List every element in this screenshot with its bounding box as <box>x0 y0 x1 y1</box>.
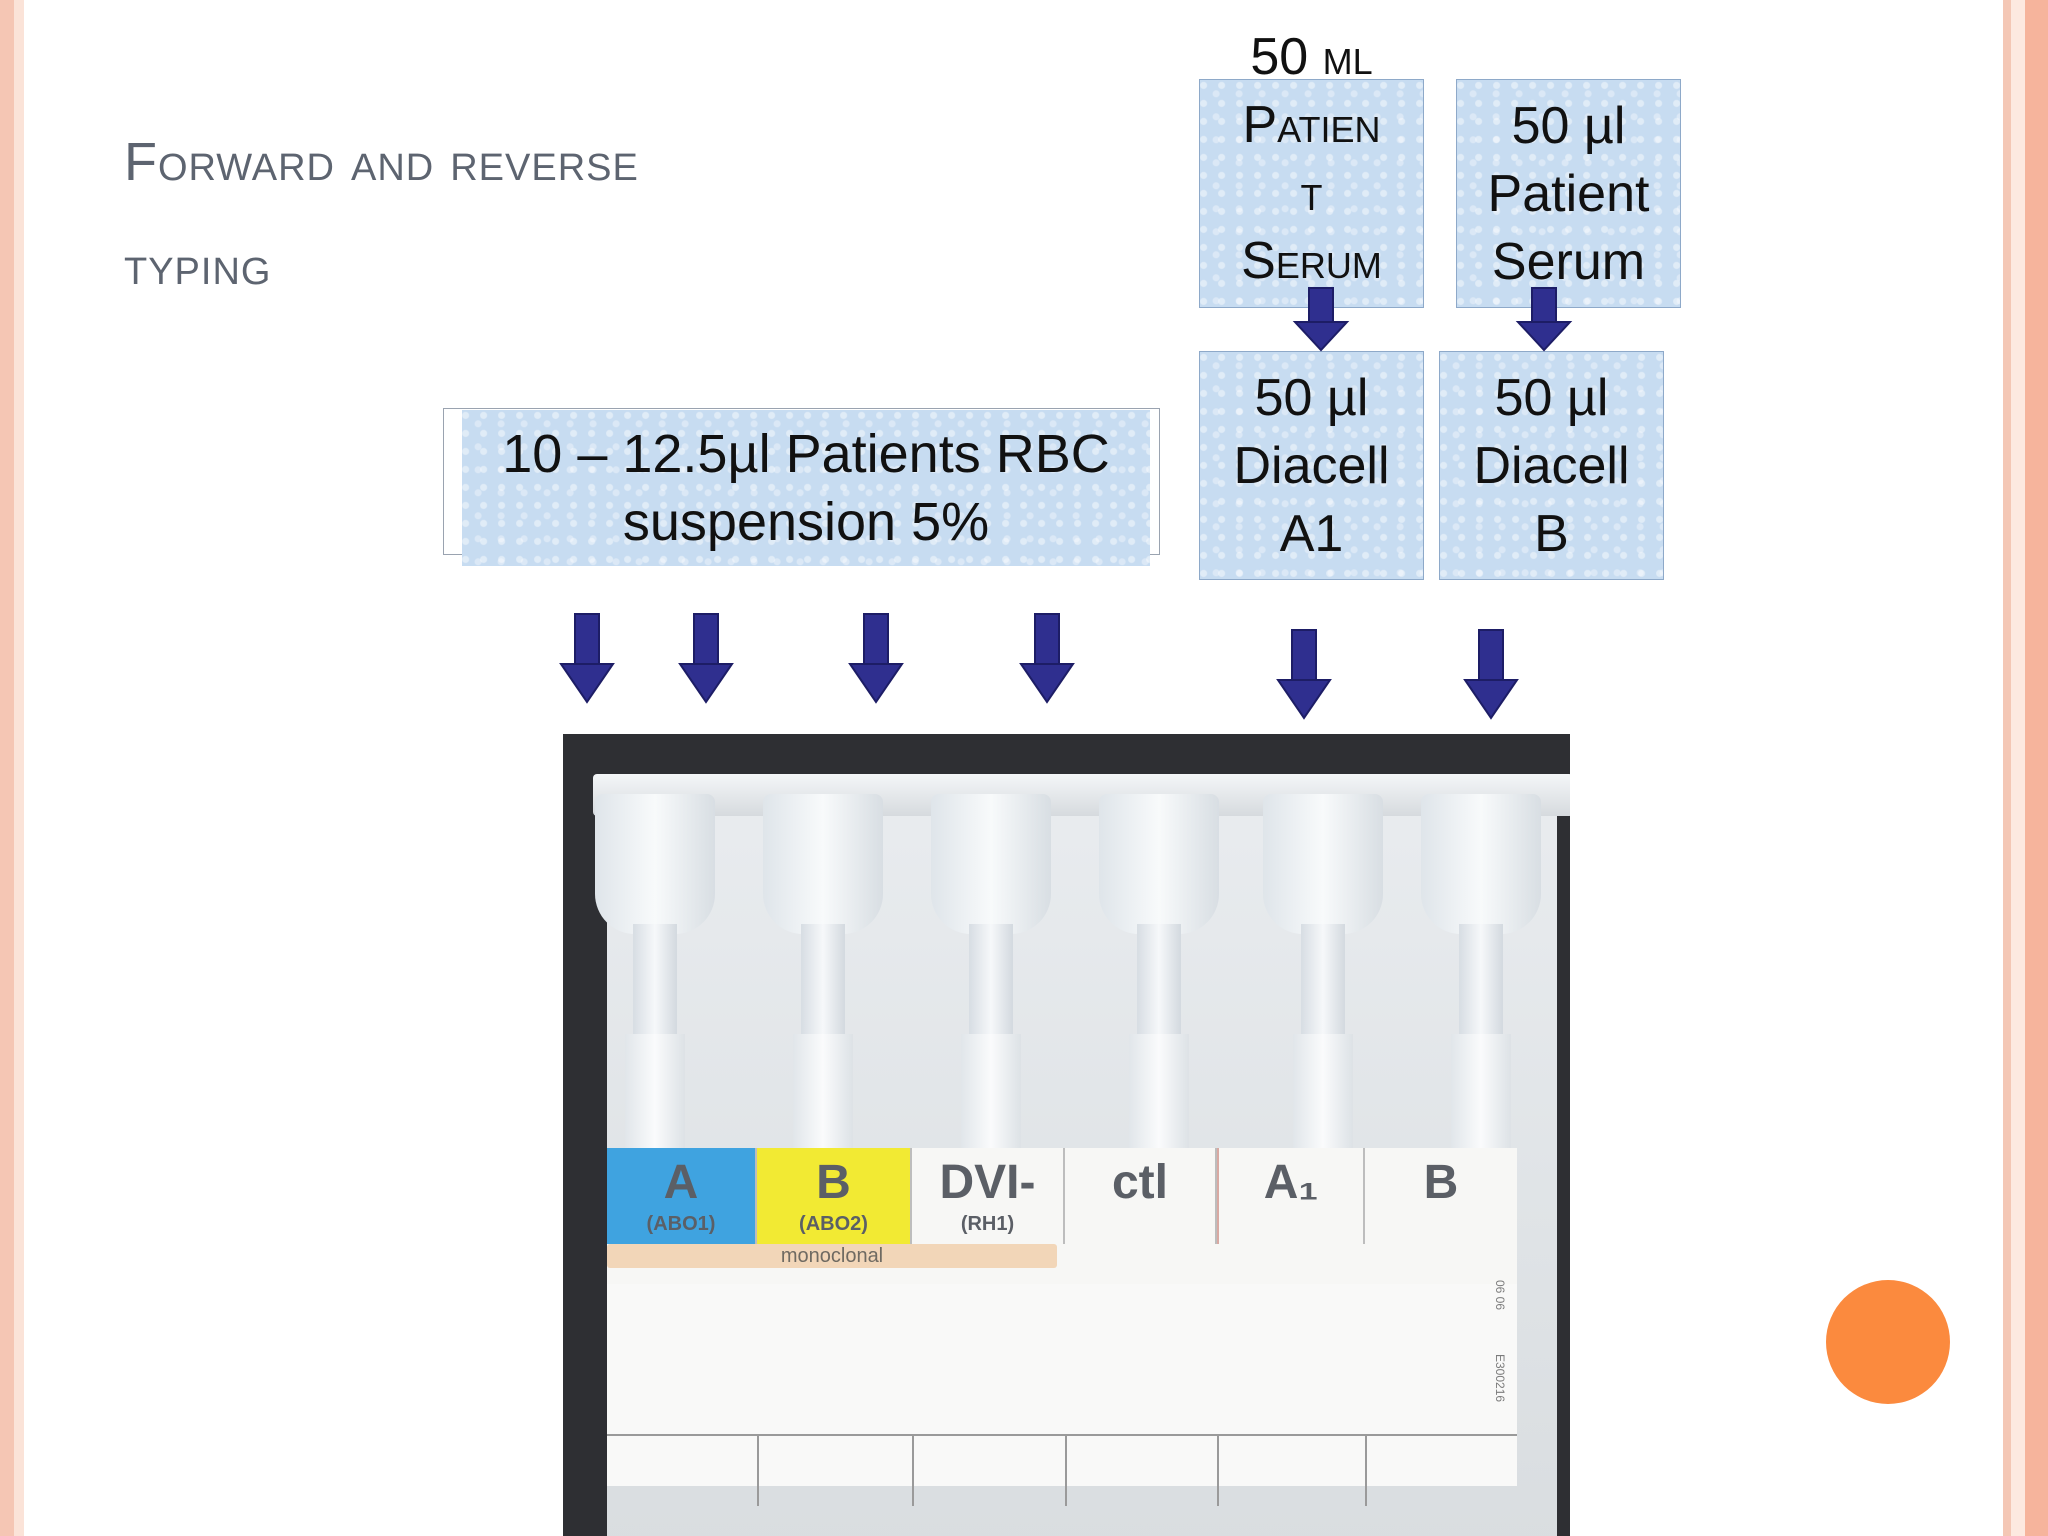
label-ctl: ctl <box>1111 1156 1168 1209</box>
serum1-line1: 50 ml <box>1250 27 1373 86</box>
title-line-2: typing <box>124 236 272 296</box>
card-rim <box>593 774 1570 816</box>
card-write-grid <box>607 1434 1517 1506</box>
gel-card-photo: A (ABO1) B (ABO2) DVI- (RH1) ctl A₁ B mo… <box>563 734 1570 1536</box>
right-decor-stripe <box>2003 0 2011 1536</box>
label-cell-a1: A₁ <box>1217 1148 1365 1244</box>
down-arrow-icon <box>560 613 614 703</box>
orange-decor-circle <box>1826 1280 1950 1404</box>
down-arrow-icon <box>1464 629 1518 719</box>
diacell-b-box: 50 µl Diacell B <box>1439 351 1664 580</box>
down-arrow-icon <box>1277 629 1331 719</box>
down-arrow-icon <box>1020 613 1074 703</box>
diacell-a1-line2: Diacell <box>1233 436 1390 495</box>
label-a: A <box>663 1156 699 1209</box>
title-line-1: Forward and reverse <box>124 132 639 192</box>
label-cell-a: A (ABO1) <box>607 1148 757 1244</box>
serum2-line2: Patient <box>1487 164 1650 223</box>
down-arrow-icon <box>849 613 903 703</box>
card-code-1: E300216 <box>1493 1354 1507 1403</box>
slide-title: Forward and reverse typing <box>124 110 1104 318</box>
label-dvi-sub: (RH1) <box>960 1213 1015 1235</box>
left-decor-bar <box>0 0 14 1536</box>
card-code-2: 06 06 <box>1493 1280 1507 1311</box>
label-b-sub: (ABO2) <box>799 1213 868 1235</box>
label-dvi: DVI- <box>939 1156 1036 1209</box>
rbc-line2: suspension 5% <box>622 492 990 552</box>
label-cell-ctl: ctl <box>1065 1148 1217 1244</box>
right-decor-stripe-dark <box>2025 0 2048 1536</box>
card-label-strip: A (ABO1) B (ABO2) DVI- (RH1) ctl A₁ B mo… <box>607 1148 1517 1284</box>
diacell-b-line2: Diacell <box>1473 436 1630 495</box>
label-cell-dvi: DVI- (RH1) <box>912 1148 1065 1244</box>
right-decor-stripe-light <box>2011 0 2025 1536</box>
serum2-line1: 50 µl <box>1511 96 1626 155</box>
left-decor-bar-light <box>14 0 24 1536</box>
label-cell-b-reverse: B <box>1365 1148 1517 1244</box>
diacell-b-line3: B <box>1534 504 1569 563</box>
serum1-line2: Patien <box>1242 95 1381 154</box>
diacell-b-line1: 50 µl <box>1494 368 1609 427</box>
rbc-suspension-box: 10 – 12.5µl Patients RBC suspension 5% <box>462 410 1150 566</box>
diacell-a1-line1: 50 µl <box>1254 368 1369 427</box>
label-b: B <box>816 1156 851 1209</box>
rbc-line1: 10 – 12.5µl Patients RBC <box>502 424 1110 484</box>
label-cell-b: B (ABO2) <box>757 1148 912 1244</box>
label-a-sub: (ABO1) <box>646 1213 716 1235</box>
down-arrow-icon <box>679 613 733 703</box>
serum1-line4: Serum <box>1241 231 1382 290</box>
patient-serum-box-1: 50 ml Patien t Serum <box>1199 28 1424 308</box>
patient-serum-box-2: 50 µl Patient Serum <box>1456 79 1681 308</box>
diacell-a1-box: 50 µl Diacell A1 <box>1199 351 1424 580</box>
label-a1: A₁ <box>1263 1156 1319 1209</box>
monoclonal-band: monoclonal <box>607 1244 1057 1268</box>
serum1-line3: t <box>1300 163 1323 222</box>
label-b-reverse: B <box>1423 1156 1459 1209</box>
diacell-a1-line3: A1 <box>1279 504 1344 563</box>
serum2-line3: Serum <box>1491 232 1646 291</box>
